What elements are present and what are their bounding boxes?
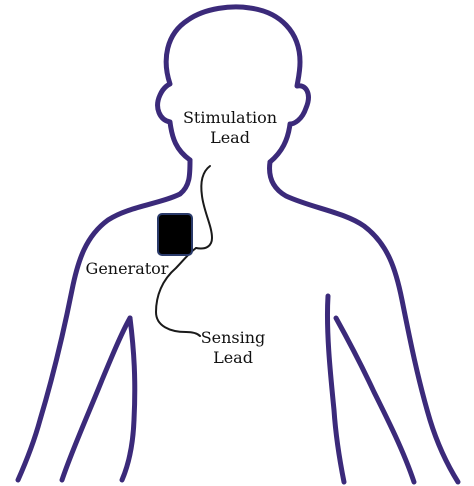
stimulation-lead-label-line2: Lead [210, 128, 250, 147]
sensing-lead-label-line1: Sensing [200, 328, 266, 347]
sensing-lead-label-line2: Lead [213, 348, 253, 367]
right-torso-side [324, 293, 347, 485]
sensing-lead-wire [154, 247, 201, 337]
body-outline-icon [15, 4, 461, 485]
left-torso-side [119, 315, 138, 483]
left-neck-shoulder [15, 157, 193, 483]
head-outline [155, 4, 311, 165]
right-neck-shoulder [267, 159, 461, 485]
sensing-lead-label: Sensing Lead [194, 328, 272, 368]
generator-label: Generator [79, 259, 175, 279]
generator-label-text: Generator [85, 259, 169, 278]
stimulation-lead-label: Stimulation Lead [176, 108, 284, 148]
left-arm-inner [59, 315, 133, 483]
stimulation-lead-wire [195, 165, 214, 250]
right-arm-inner [333, 315, 417, 485]
stimulation-lead-label-line1: Stimulation [182, 108, 278, 127]
generator-icon [157, 213, 193, 256]
